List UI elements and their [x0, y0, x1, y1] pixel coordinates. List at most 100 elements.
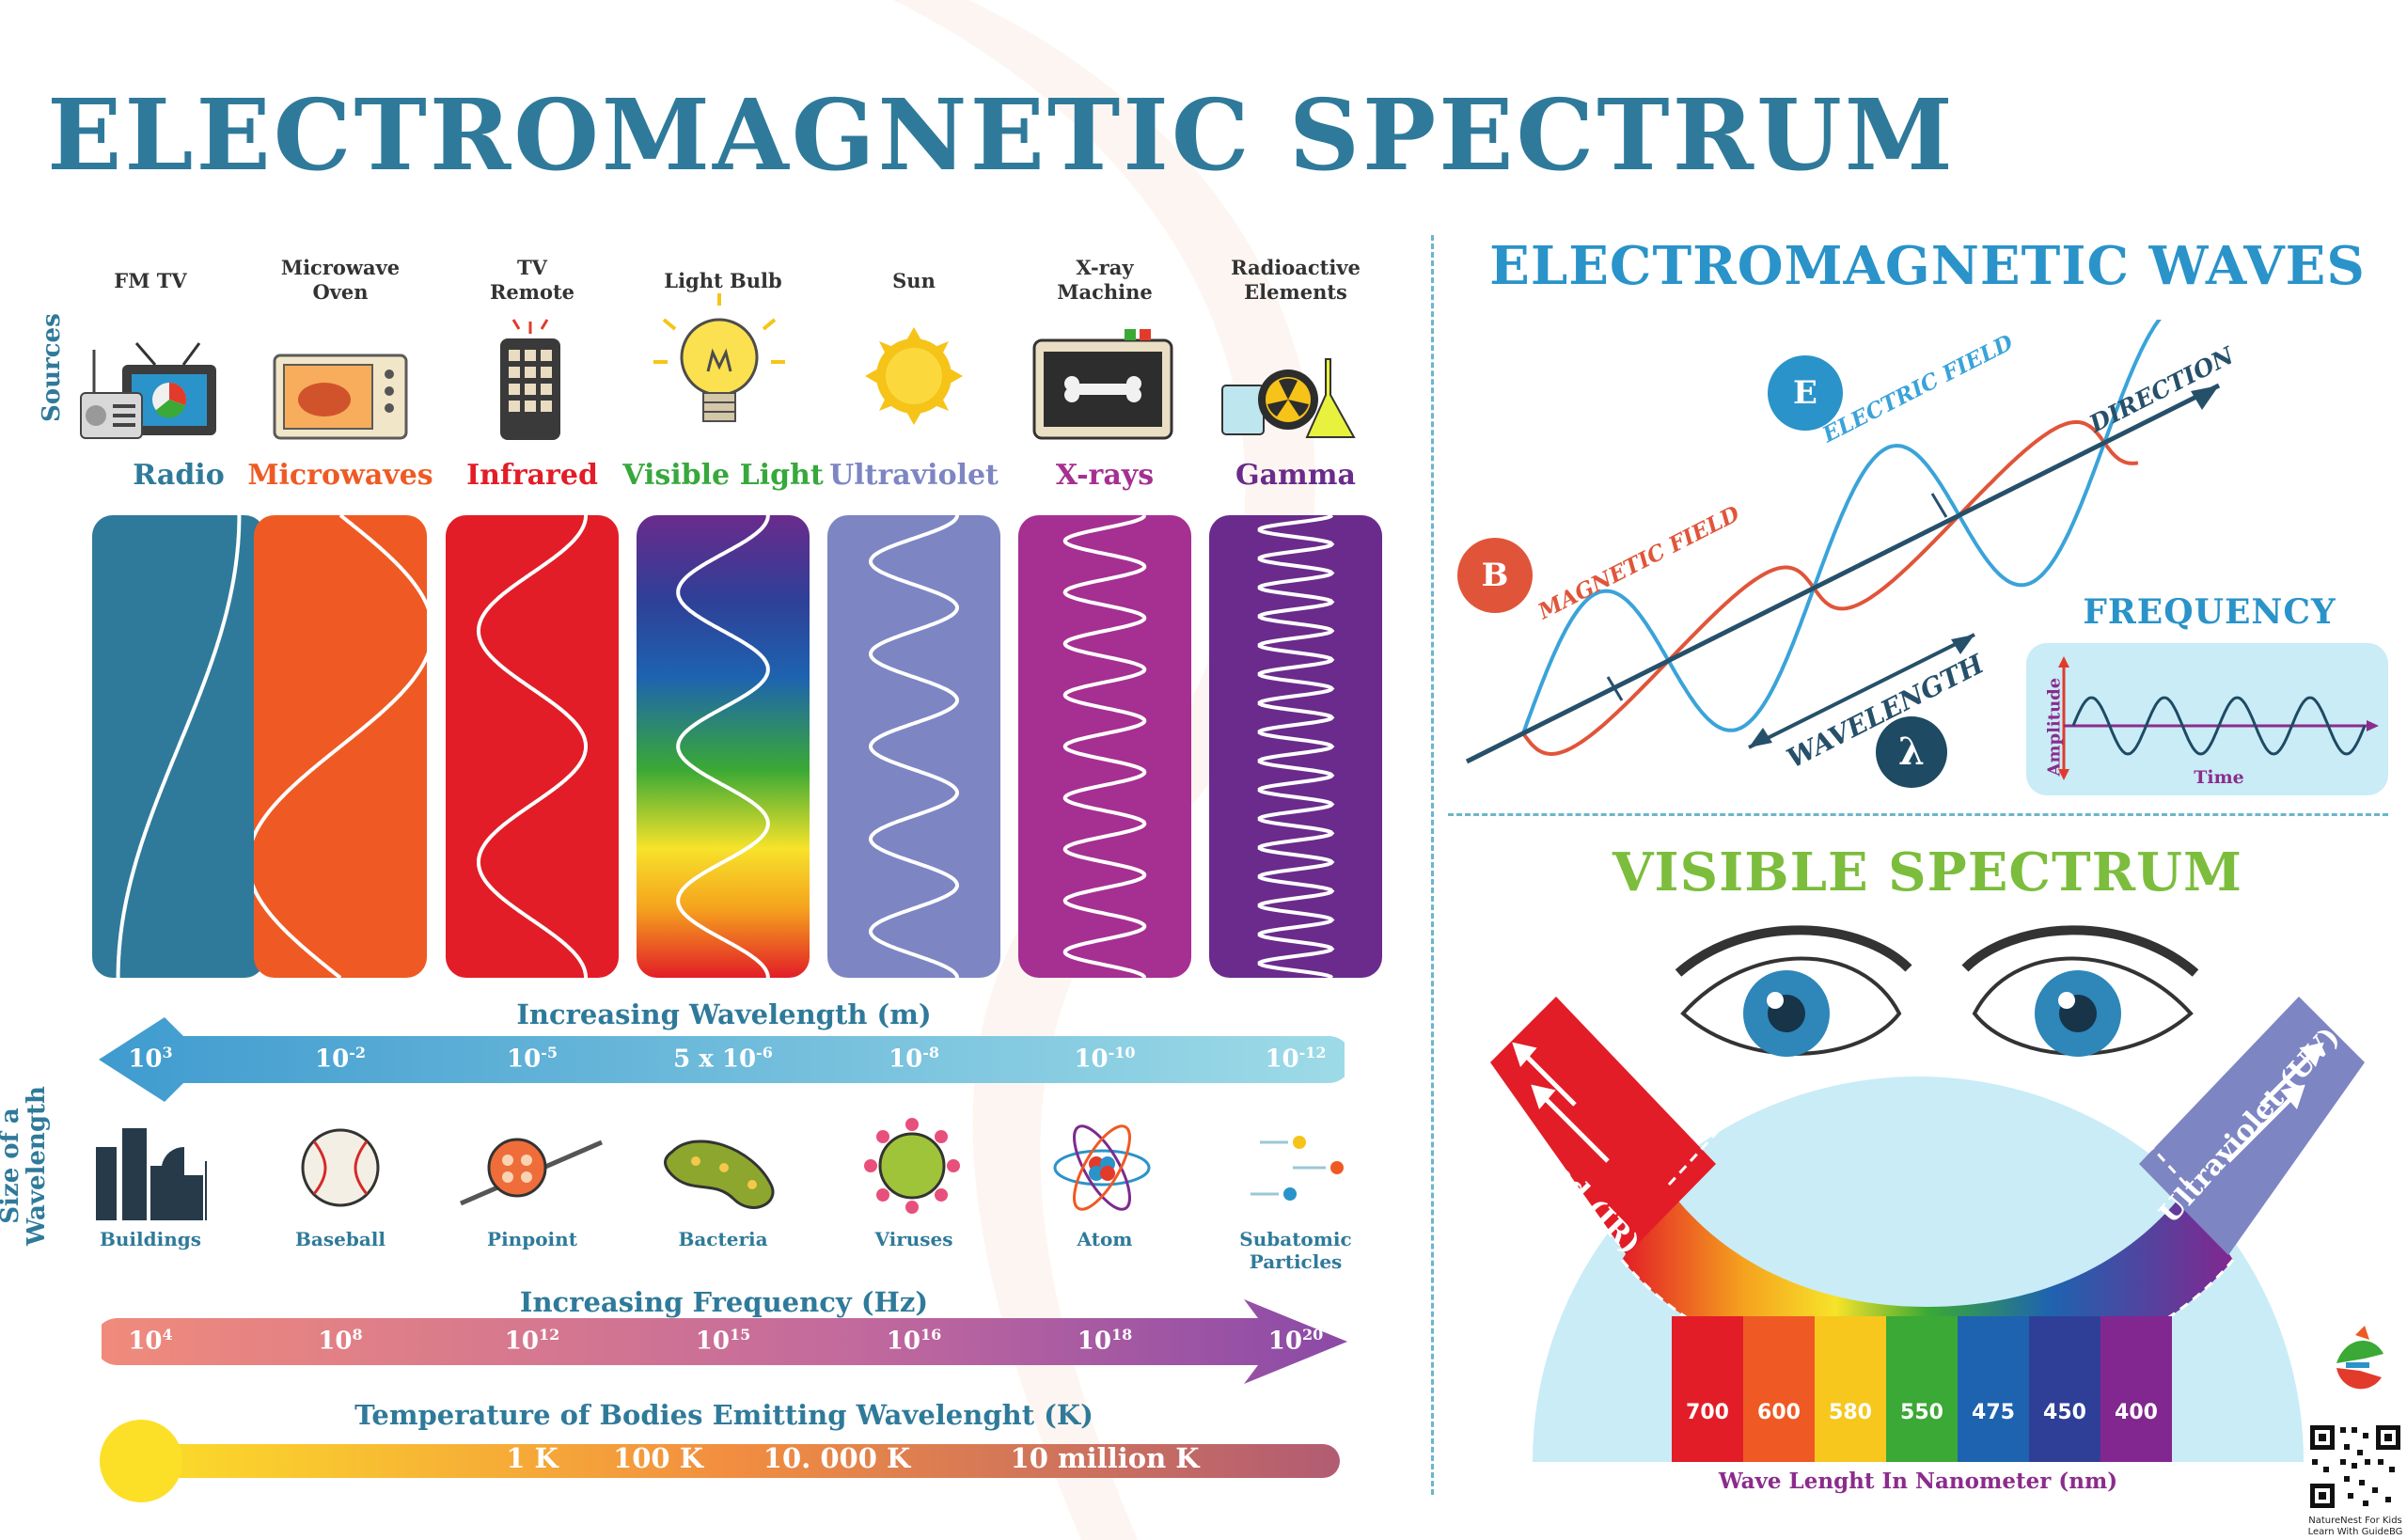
- frequency-value-4: 1016: [886, 1326, 942, 1356]
- b-field-badge: B: [1457, 538, 1533, 613]
- wave-line-5: [1062, 515, 1147, 978]
- wave-panel-5: [1018, 515, 1191, 978]
- object-label-0: Buildings: [99, 1228, 201, 1250]
- lambda-badge: λ: [1876, 716, 1947, 788]
- virus-icon: [864, 1118, 960, 1214]
- frequency-value-5: 1018: [1077, 1326, 1133, 1356]
- atom-icon: [1053, 1124, 1151, 1211]
- em-wave-diagram: [1465, 320, 2221, 764]
- spectrum-wavelength-2: 580: [1829, 1401, 1872, 1424]
- left-eye-icon: [1675, 925, 1912, 1057]
- band-name-3: Visible Light: [622, 459, 824, 492]
- page-title: ELECTROMAGNETIC SPECTRUM: [47, 77, 1956, 193]
- spectrum-column-3: [1886, 1316, 1958, 1462]
- spectrum-wavelength-1: 600: [1757, 1401, 1801, 1424]
- band-name-4: Ultraviolet: [829, 459, 999, 492]
- qr-code: [2306, 1422, 2404, 1514]
- frequency-value-2: 1012: [504, 1326, 560, 1356]
- object-label-4: Viruses: [874, 1228, 953, 1250]
- wavelength-value-2: 10-5: [507, 1044, 558, 1074]
- wavelength-value-0: 103: [128, 1044, 173, 1074]
- wave-panel-2: [446, 515, 619, 978]
- band-name-2: Infrared: [466, 459, 598, 492]
- frequency-value-1: 108: [318, 1326, 363, 1356]
- wavelength-value-4: 10-8: [889, 1044, 939, 1074]
- light-bulb-icon: [653, 293, 785, 422]
- source-label-0: FM TV: [114, 269, 187, 292]
- wave-line-0: [116, 515, 242, 978]
- spectrum-column-2: [1815, 1316, 1886, 1462]
- spectrum-column-5: [2029, 1316, 2100, 1462]
- radio-tv-icon: [80, 342, 216, 439]
- spectrum-column-6: [2100, 1316, 2172, 1462]
- visible-spectrum-diagram: [1490, 925, 2365, 1462]
- wave-panel-4: [827, 515, 1000, 978]
- temperature-value-3: 10 million K: [1010, 1442, 1200, 1474]
- frequency-panel: [2026, 643, 2388, 795]
- em-waves-title: ELECTROMAGNETIC WAVES: [1489, 235, 2366, 297]
- pinpoint-icon: [460, 1138, 603, 1206]
- sun-icon: [865, 327, 963, 425]
- band-name-6: Gamma: [1235, 459, 1356, 492]
- source-label-4: Sun: [892, 269, 936, 292]
- microwave-oven-icon: [273, 354, 408, 440]
- brand-logo: [2325, 1326, 2389, 1397]
- spectrum-wavelength-0: 700: [1686, 1401, 1729, 1424]
- frequency-value-6: 1020: [1267, 1326, 1324, 1356]
- tv-remote-icon: [500, 319, 560, 440]
- subatomic-particles-icon: [1251, 1136, 1344, 1201]
- baseball-icon: [301, 1128, 380, 1207]
- frequency-title: FREQUENCY: [2083, 592, 2336, 632]
- frequency-graph: [2058, 656, 2379, 780]
- object-icons: [96, 1118, 1344, 1220]
- radioactive-elements-icon: [1221, 358, 1356, 438]
- source-label-3: Light Bulb: [664, 269, 782, 292]
- xray-machine-icon: [1032, 329, 1173, 440]
- frequency-bar: [102, 1299, 1347, 1384]
- wavelength-heading: Increasing Wavelength (m): [516, 998, 932, 1030]
- source-icons: [80, 293, 1356, 440]
- object-label-5: Atom: [1077, 1228, 1133, 1250]
- spectrum-column-4: [1958, 1316, 2029, 1462]
- spectrum-wavelength-5: 450: [2043, 1401, 2086, 1424]
- temperature-value-2: 10. 000 K: [763, 1442, 911, 1474]
- wave-line-4: [868, 515, 960, 978]
- wave-panel-6: [1209, 515, 1382, 978]
- background-watermark: [893, 0, 1315, 1540]
- wavelength-value-6: 10-12: [1265, 1044, 1327, 1074]
- spectrum-wavelength-4: 475: [1972, 1401, 2015, 1424]
- temperature-bar: [100, 1420, 1340, 1502]
- buildings-icon: [96, 1128, 207, 1220]
- time-label: Time: [2194, 767, 2244, 788]
- object-label-2: Pinpoint: [487, 1228, 577, 1250]
- wave-line-3: [676, 515, 770, 978]
- vertical-divider: [1431, 235, 1434, 1495]
- band-name-1: Microwaves: [247, 459, 433, 492]
- wave-line-2: [477, 515, 588, 978]
- temperature-value-0: 1 K: [506, 1442, 558, 1474]
- amplitude-label: Amplitude: [2044, 677, 2065, 777]
- frequency-heading: Increasing Frequency (Hz): [519, 1286, 929, 1318]
- spectrum-column-0: [1672, 1316, 1743, 1462]
- wave-line-1: [254, 515, 427, 978]
- spectrum-wavelength-6: 400: [2115, 1401, 2158, 1424]
- right-eye-icon: [1961, 925, 2199, 1057]
- object-label-3: Bacteria: [678, 1228, 768, 1250]
- wavelength-value-1: 10-2: [315, 1044, 366, 1074]
- wavelength-value-5: 10-10: [1074, 1044, 1136, 1074]
- temperature-value-1: 100 K: [613, 1442, 703, 1474]
- wave-line-6: [1257, 515, 1335, 978]
- horizontal-divider: [1448, 813, 2388, 816]
- frequency-value-3: 1015: [695, 1326, 751, 1356]
- nanometer-axis-label: Wave Lenght In Nanometer (nm): [1718, 1469, 2118, 1494]
- visible-spectrum-title: VISIBLE SPECTRUM: [1612, 841, 2242, 904]
- object-label-1: Baseball: [295, 1228, 385, 1250]
- temperature-heading: Temperature of Bodies Emitting Wavelengh…: [354, 1399, 1093, 1431]
- spectrum-wavelength-3: 550: [1900, 1401, 1943, 1424]
